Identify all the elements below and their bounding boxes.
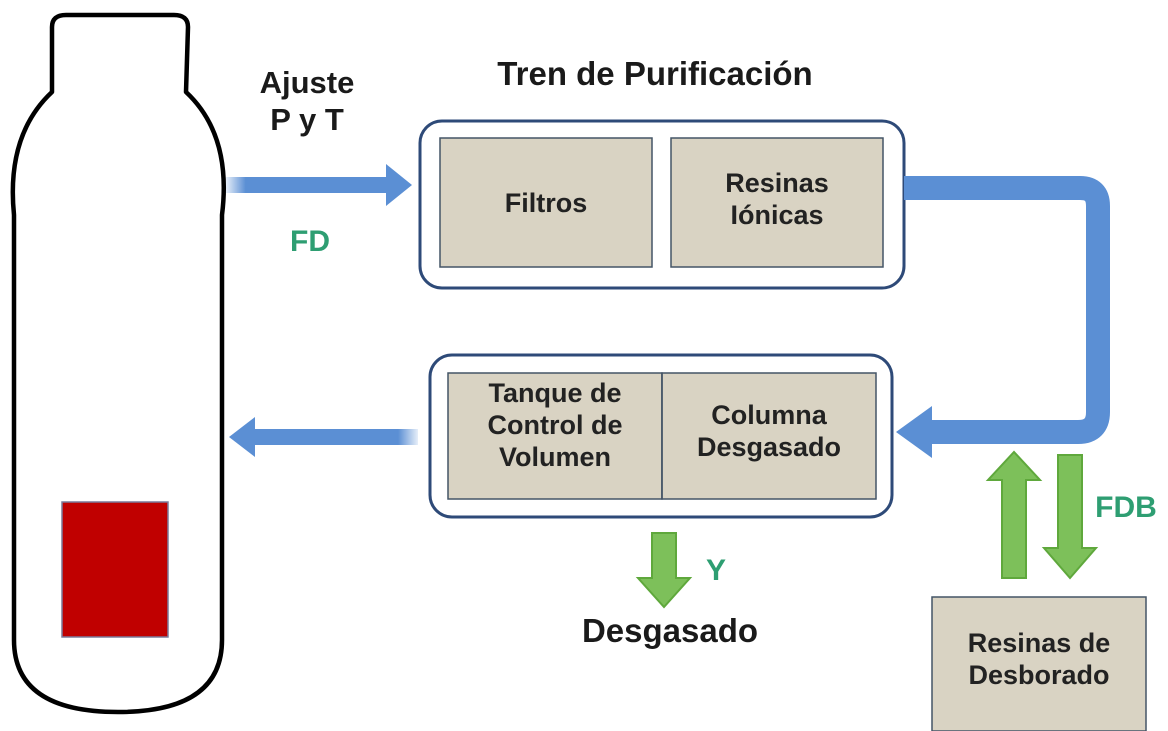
control-tank-label: Tanque de Control de Volumen: [448, 378, 662, 474]
ionic-resins-line2: Iónicas: [730, 199, 824, 230]
degassing-column-line2: Desgasado: [696, 431, 842, 462]
degassing-label: Desgasado: [581, 612, 759, 649]
purification-title: Tren de Purificación: [497, 55, 813, 92]
ionic-resins-label: Resinas Iónicas: [671, 168, 883, 232]
deboration-resins-line2: Desborado: [968, 659, 1110, 690]
inlet-label: Ajuste P y T: [232, 65, 382, 138]
degassing-column-label: Columna Desgasado: [662, 400, 876, 464]
recirculation-arrow: [896, 176, 1110, 458]
degassing-down-arrow: [635, 532, 693, 609]
inlet-label-line2: P y T: [270, 101, 344, 137]
ionic-resins-module: [670, 137, 884, 268]
control-tank-line1: Tanque de: [488, 378, 622, 408]
deboration-flow-tag: FDB: [1095, 491, 1157, 524]
deboration-up-arrow: [985, 450, 1043, 579]
control-tank-line2: Control de: [487, 409, 623, 440]
deboration-down-arrow: [1041, 454, 1099, 580]
deboration-resins-line1: Resinas de: [967, 628, 1111, 658]
degassing-column-line1: Columna: [711, 400, 827, 430]
deboration-resins-module: [931, 596, 1147, 731]
deboration-resins-label: Resinas de Desborado: [932, 628, 1146, 692]
tank-indicator: [61, 501, 169, 638]
degassing-tag: Y: [705, 554, 726, 587]
filters-module: [439, 137, 653, 268]
control-tank-line3: Volumen: [498, 441, 611, 472]
inlet-arrow: [226, 164, 412, 206]
inlet-label-line1: Ajuste: [259, 65, 355, 100]
return-arrow: [229, 417, 418, 457]
ionic-resins-line1: Resinas: [725, 168, 829, 198]
degassing-column-module: [661, 372, 877, 500]
filters-label: Filtros: [504, 188, 588, 218]
inlet-flow-tag: FD: [290, 225, 330, 258]
